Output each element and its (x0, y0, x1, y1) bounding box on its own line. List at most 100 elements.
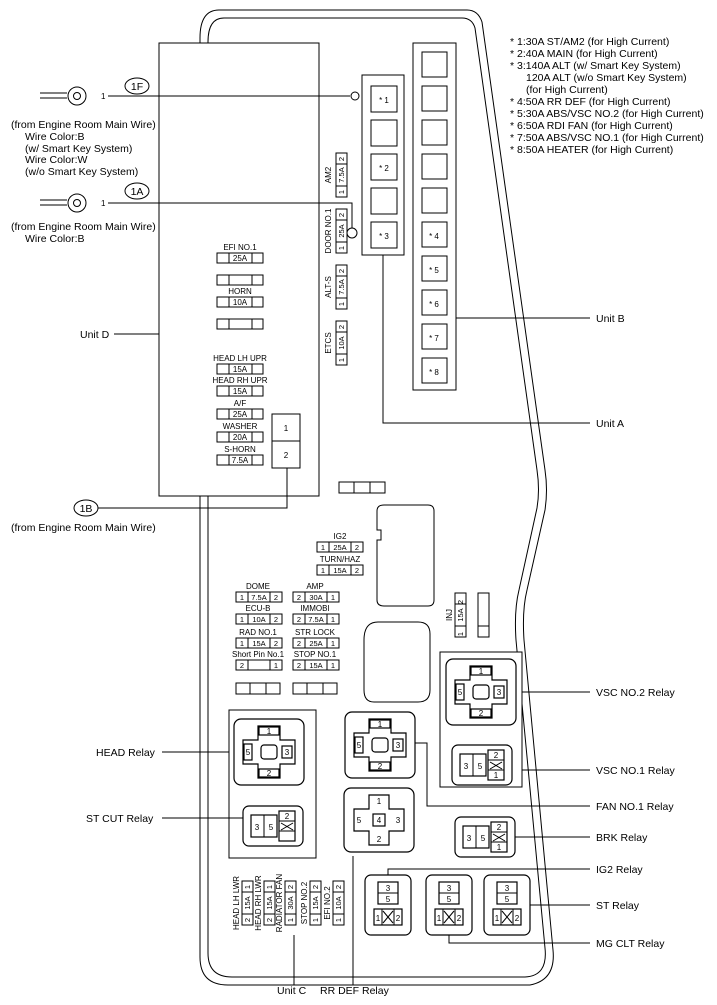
relay-pin: 3 (467, 834, 472, 843)
unit-d-fuse (216, 363, 264, 375)
relay-pin-3: 3 (447, 884, 452, 893)
unit-a-cell (370, 187, 398, 215)
unit-c-fuse-pin-top: 2 (311, 885, 320, 889)
unit-c-fuse-name: HEAD LH LWR (232, 876, 241, 930)
connector-1f-desc-2: (w/ Smart Key System) (25, 143, 132, 155)
unit-c-fuse (263, 880, 276, 926)
relay-pin: 3 (464, 762, 469, 771)
unit-c-fuse-amp: 15A (243, 896, 252, 909)
unit-c-fuse-name: HEAD RH LWR (254, 875, 263, 931)
relay-pin-3: 3 (386, 884, 391, 893)
high-current-notes: * 1:30A ST/AM2 (for High Current) * 2:40… (510, 36, 704, 156)
unit-d-fuse (216, 385, 264, 397)
unit-c-fuse-name: STOP NO.2 (300, 881, 309, 924)
unit-b-label: Unit B (596, 313, 625, 325)
relay-pin-2: 2 (515, 914, 520, 923)
fuse-body (292, 591, 340, 603)
relay-pin-1: 1 (437, 914, 442, 923)
unit-c-fuse-pin-top: 1 (265, 885, 274, 889)
fuse-pin-right: 1 (331, 593, 335, 602)
vertical-fuse-amp: 7.5A (337, 279, 346, 294)
relay-pin-2: 2 (479, 709, 484, 718)
connector-1a-code: 1A (131, 186, 144, 198)
connector-1a-desc-1: Wire Color:B (25, 233, 85, 245)
relay-pin-5: 5 (386, 895, 391, 904)
fuse-pin-left: 2 (297, 639, 301, 648)
fuse-pin-right: 2 (274, 593, 278, 602)
note-8: * 8:50A HEATER (for High Current) (510, 144, 673, 156)
mg-clt-relay-label: MG CLT Relay (596, 938, 665, 950)
brk-relay-label: BRK Relay (596, 832, 648, 844)
unit-d-fuse-amp: 10A (233, 298, 248, 307)
unit-d-fuse-name: HORN (228, 287, 252, 296)
relay-pin-2: 2 (377, 835, 382, 844)
unit-b-cell-label: * 4 (429, 232, 439, 241)
unit-b-cell (421, 255, 448, 282)
connector-1a: 1 1A (from Engine Room Main Wire) Wire C… (11, 182, 358, 245)
fuse-pin-left: 1 (321, 566, 325, 575)
relay-pin-slot (369, 761, 391, 771)
relay-pin-3: 3 (505, 884, 510, 893)
unit-c-fuse (284, 880, 297, 926)
unit-d-fuse-amp: 25A (233, 410, 248, 419)
divider (443, 910, 455, 924)
unit-d-fuse-amp: 20A (233, 433, 248, 442)
fuse-body (292, 613, 340, 625)
inj-fuse: 2 15A 1 INJ (445, 592, 490, 638)
fuse-name: TURN/HAZ (320, 555, 361, 564)
unit-c-fuse-pin-top: 2 (334, 885, 343, 889)
unit-d-fuse-amp: 15A (233, 365, 248, 374)
note-3c: (for High Current) (526, 84, 608, 96)
relay-pin-1: 1 (495, 914, 500, 923)
unit-d-fuse-name: A/F (234, 399, 247, 408)
relay-pin: 5 (478, 762, 483, 771)
relay-pin-1: 1 (378, 720, 383, 729)
unit-d-fuse (216, 252, 264, 264)
unit-d-connector-pin-1: 1 (284, 424, 289, 433)
unit-d-fuse (216, 408, 264, 420)
fuse-pin-right: 1 (331, 639, 335, 648)
unit-d-fuse (216, 296, 264, 308)
fuse-amp: 25A (309, 639, 322, 648)
unit-c-fuse-pin-bottom: 1 (286, 918, 295, 922)
central-connector-upper (376, 504, 435, 607)
unit-a-fuse-stack: * 1* 2* 3 (370, 85, 398, 249)
st-relay-label: ST Relay (596, 900, 640, 912)
fuse-pin-left: 2 (297, 593, 301, 602)
fuse-amp: 10A (252, 615, 265, 624)
unit-b-cell-label: * 6 (429, 300, 439, 309)
ig2-relay-label: IG2 Relay (596, 864, 643, 876)
unit-d-label: Unit D (80, 329, 110, 341)
vertical-fuse (335, 208, 348, 254)
relay-pin-1: 1 (267, 727, 272, 736)
vertical-fuse-pin-bottom: 1 (337, 302, 346, 306)
unit-b-cell (421, 187, 448, 214)
relay-pin-5: 5 (357, 816, 362, 825)
fuse-box-outer-outline (199, 9, 554, 986)
unit-a-cell-label: * 2 (379, 164, 389, 173)
fuse-name: STR LOCK (295, 628, 336, 637)
unit-a-cell-label: * 1 (379, 96, 389, 105)
connector-1b-desc: (from Engine Room Main Wire) (11, 522, 156, 534)
connector-1a-desc-0: (from Engine Room Main Wire) (11, 221, 156, 233)
unit-b-cell-label: * 7 (429, 334, 439, 343)
unit-d-fuse (216, 454, 264, 466)
unit-b-cell (421, 85, 448, 112)
relay-pin-2: 2 (378, 762, 383, 771)
unit-d-fuse (216, 274, 264, 286)
fuse-amp: 15A (252, 639, 265, 648)
vertical-fuse-amp: 10A (337, 336, 346, 349)
vertical-fuse-pin-bottom: 1 (337, 246, 346, 250)
fuse-pin-right: 1 (331, 661, 335, 670)
relay-pin-5: 5 (357, 741, 362, 750)
relay-pin: 2 (497, 823, 502, 832)
vertical-fuse-pin-bottom: 1 (337, 358, 346, 362)
unit-d-connector: 1 2 (271, 413, 301, 469)
relay-pin-5: 5 (458, 688, 463, 697)
unit-c-fuse-pin-bottom: 2 (243, 918, 252, 922)
